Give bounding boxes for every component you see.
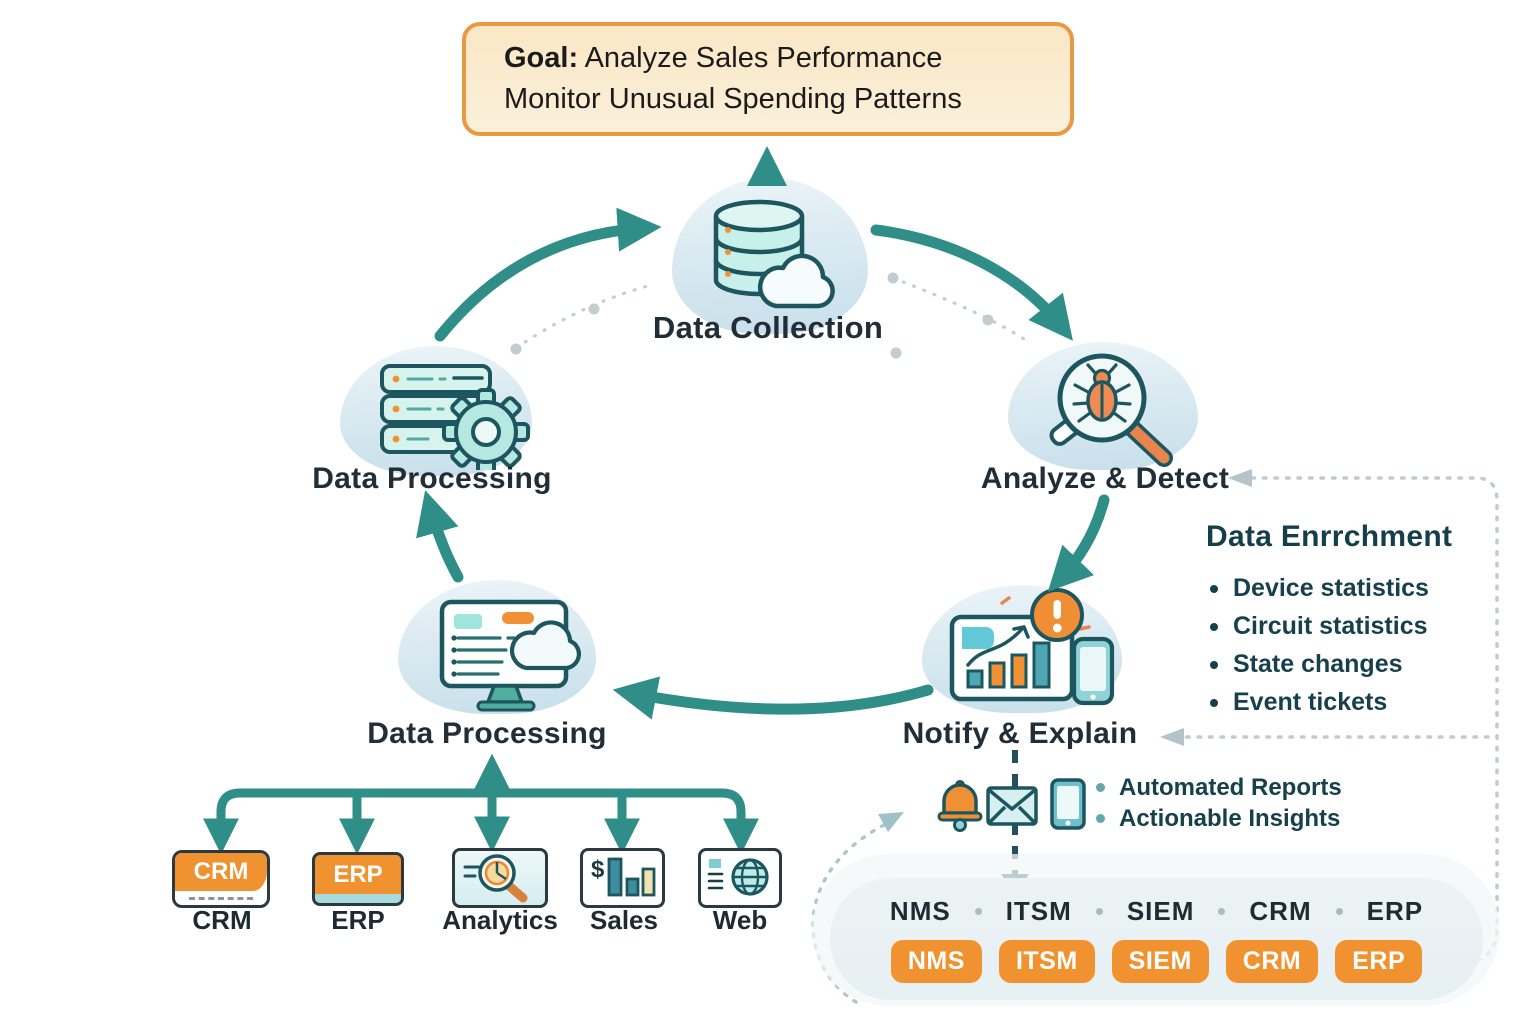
data-processing-left-label: Data Processing xyxy=(312,462,552,495)
system-label: SIEM xyxy=(1126,895,1195,926)
dot-separator xyxy=(974,907,982,915)
enrichment-list: Device statistics Circuit statistics Sta… xyxy=(1210,574,1506,717)
dot-separator xyxy=(1095,907,1103,915)
enrichment-item: State changes xyxy=(1210,650,1506,679)
database-cloud-icon xyxy=(713,199,835,309)
data-processing-left-node xyxy=(340,346,532,476)
bullet-dot xyxy=(1210,584,1218,593)
system-label: ITSM xyxy=(1005,895,1072,926)
goal-box: Goal: Analyze Sales Performance Monitor … xyxy=(462,22,1074,136)
enrichment-item: Event tickets xyxy=(1210,688,1506,717)
goal-line-1: Goal: Analyze Sales Performance xyxy=(504,42,943,74)
arrow-analyze-to-notify xyxy=(1047,494,1110,592)
bullet-dot xyxy=(1096,814,1105,823)
systems-pill: NMS ITSM SIEM CRM ERP NMS ITSM SIEM CRM … xyxy=(830,878,1483,1000)
system-chip-siem: SIEM xyxy=(1111,939,1209,983)
systems-button-row: NMS ITSM SIEM CRM ERP xyxy=(890,939,1423,983)
system-label: CRM xyxy=(1249,895,1312,926)
phone-icon xyxy=(1050,778,1086,830)
source-label-erp: ERP xyxy=(331,905,385,935)
data-collection-label: Data Collection xyxy=(652,310,884,345)
system-chip-itsm: ITSM xyxy=(998,939,1095,983)
analyze-detect-label: Analyze & Detect xyxy=(980,462,1230,495)
analytics-card-icon xyxy=(452,848,548,908)
teal-strip xyxy=(315,894,401,903)
sales-card-icon: $ xyxy=(580,848,665,908)
bullet-dot xyxy=(1210,622,1218,631)
arrow-processing-up xyxy=(416,490,464,583)
bullet-dot xyxy=(1210,698,1218,707)
system-chip-crm: CRM xyxy=(1225,939,1319,983)
dot-separator xyxy=(1218,907,1226,915)
erp-card-icon: ERP xyxy=(312,852,404,906)
dollar-bars-icon: $ xyxy=(591,856,656,897)
notify-explain-label: Notify & Explain xyxy=(902,717,1138,750)
source-label-crm: CRM xyxy=(192,905,252,935)
crm-card-icon: CRM xyxy=(172,850,270,908)
crm-badge: CRM xyxy=(175,853,267,891)
bullet-dot xyxy=(1096,783,1105,792)
bug-magnifier-icon xyxy=(1049,353,1173,467)
notify-explain-node xyxy=(922,585,1122,713)
arrow-collection-to-analyze xyxy=(870,224,1073,341)
analyze-detect-node xyxy=(1008,342,1198,470)
mail-icon xyxy=(986,786,1038,826)
pie-magnifier-icon xyxy=(463,854,528,903)
goal-prefix: Goal: xyxy=(504,42,579,74)
source-label-sales: Sales xyxy=(590,905,658,935)
source-tree xyxy=(203,753,759,855)
data-processing-bottom-label: Data Processing xyxy=(367,717,607,750)
output-item: Actionable Insights xyxy=(1096,803,1342,834)
monitor-cloud-icon xyxy=(439,599,581,712)
system-chip-nms: NMS xyxy=(890,939,982,983)
system-chip-erp: ERP xyxy=(1335,939,1423,983)
alert-dashboard-icon xyxy=(949,588,1115,706)
arrow-notify-to-processing xyxy=(612,676,934,720)
data-processing-bottom-node xyxy=(398,580,596,714)
feedback-arrowhead xyxy=(878,812,904,832)
system-label: ERP xyxy=(1366,895,1424,926)
source-label-web: Web xyxy=(712,905,768,935)
globe-doc-icon xyxy=(707,858,769,896)
data-collection-node xyxy=(672,178,868,334)
web-card-icon xyxy=(698,848,782,908)
enrichment-title: Data Enrrchment xyxy=(1206,520,1453,553)
enrichment-item: Device statistics xyxy=(1210,574,1506,603)
server-gear-icon xyxy=(380,364,530,470)
goal-line-2: Monitor Unusual Spending Patterns xyxy=(504,83,962,115)
bell-icon xyxy=(937,780,983,832)
system-label: NMS xyxy=(889,895,951,926)
notify-outputs: Automated Reports Actionable Insights xyxy=(1096,772,1342,834)
source-label-analytics: Analytics xyxy=(442,905,558,935)
arrow-processing-to-collection xyxy=(434,207,662,342)
data-enrichment-panel: Data Enrrchment Device statistics Circui… xyxy=(1206,520,1506,726)
systems-label-row: NMS ITSM SIEM CRM ERP xyxy=(890,896,1423,927)
dashed-line xyxy=(189,897,253,900)
bullet-dot xyxy=(1210,660,1218,669)
dollar-symbol: $ xyxy=(591,856,605,883)
erp-badge: ERP xyxy=(333,861,383,888)
enrichment-item: Circuit statistics xyxy=(1210,612,1506,641)
output-item: Automated Reports xyxy=(1096,772,1342,803)
dot-separator xyxy=(1335,907,1343,915)
